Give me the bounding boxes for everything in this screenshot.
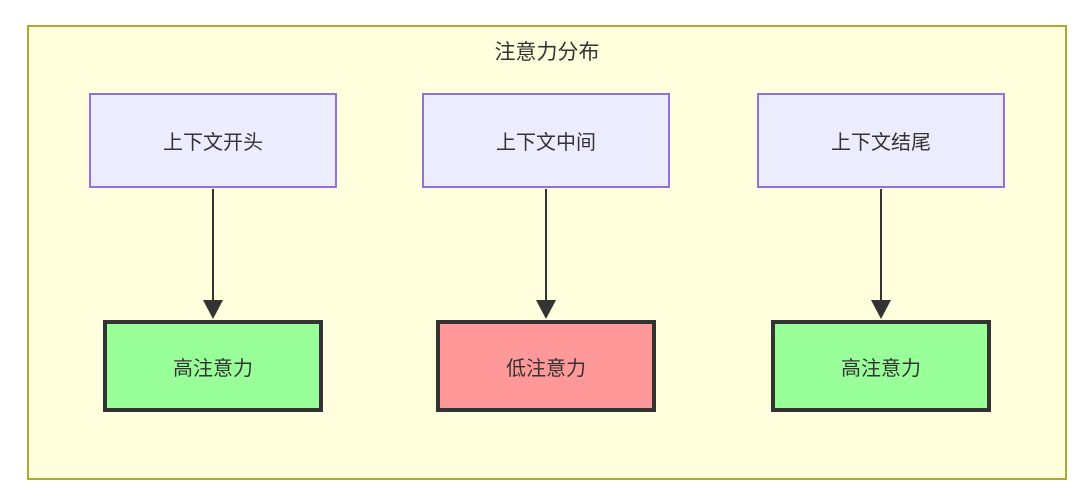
node-high-attention-1: 高注意力 <box>103 320 323 412</box>
arrowhead-icon <box>536 300 556 319</box>
down-arrow-icon <box>536 189 556 320</box>
node-label: 高注意力 <box>173 357 253 380</box>
node-high-attention-2: 高注意力 <box>771 320 991 412</box>
arrowhead-icon <box>871 300 891 319</box>
down-arrow-icon <box>203 189 223 320</box>
node-label: 上下文中间 <box>496 132 596 154</box>
node-low-attention: 低注意力 <box>436 320 656 412</box>
down-arrow-icon <box>871 189 891 320</box>
arrowhead-icon <box>203 300 223 319</box>
node-label: 上下文结尾 <box>831 132 931 154</box>
arrow-shaft <box>880 189 882 302</box>
node-label: 高注意力 <box>841 357 921 380</box>
node-label: 上下文开头 <box>163 132 263 154</box>
arrow-shaft <box>212 189 214 302</box>
node-label: 低注意力 <box>506 357 586 380</box>
node-context-start: 上下文开头 <box>89 93 337 188</box>
node-context-middle: 上下文中间 <box>422 93 670 188</box>
node-context-end: 上下文结尾 <box>757 93 1005 188</box>
arrow-shaft <box>545 189 547 302</box>
diagram-title: 注意力分布 <box>494 41 600 64</box>
